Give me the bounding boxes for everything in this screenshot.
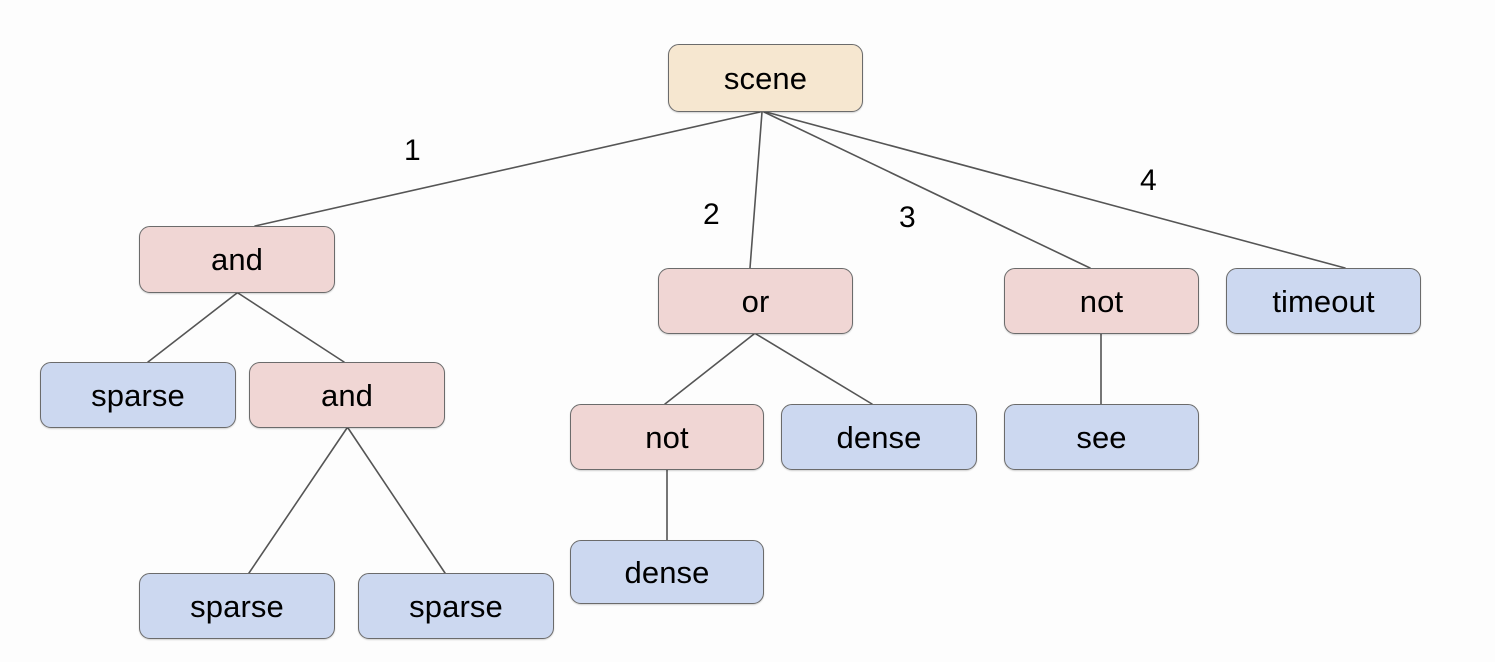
- tree-node-dense2[interactable]: dense: [570, 540, 764, 604]
- tree-node-label: timeout: [1272, 283, 1375, 319]
- tree-node-and1[interactable]: and: [139, 226, 335, 293]
- tree-node-label: scene: [723, 60, 808, 96]
- tree-node-sparse2[interactable]: sparse: [139, 573, 335, 639]
- edge-label-2: 2: [703, 198, 720, 231]
- edge-label-4: 4: [1140, 164, 1157, 197]
- tree-node-not2[interactable]: not: [570, 404, 764, 470]
- tree-node-timeout1[interactable]: timeout: [1226, 268, 1421, 334]
- tree-node-label: sparse: [91, 377, 185, 413]
- tree-node-not1[interactable]: not: [1004, 268, 1199, 334]
- tree-node-label: not: [1079, 283, 1124, 319]
- tree-node-label: not: [645, 419, 689, 455]
- tree-node-label: dense: [624, 554, 710, 590]
- edge-label-1: 1: [404, 134, 421, 167]
- tree-node-label: and: [320, 377, 374, 413]
- tree-edge-or1-to-dense1: [755, 333, 873, 405]
- tree-node-label: sparse: [190, 588, 284, 624]
- tree-edge-and2-to-sparse3: [347, 427, 446, 574]
- tree-edge-scene-to-timeout1: [765, 111, 1346, 269]
- tree-node-label: dense: [836, 419, 922, 455]
- tree-edge-or1-to-not2: [664, 333, 755, 405]
- tree-edge-and1-to-and2: [237, 292, 345, 363]
- tree-edge-and1-to-sparse1: [147, 292, 238, 363]
- tree-node-sparse1[interactable]: sparse: [40, 362, 236, 428]
- tree-node-see1[interactable]: see: [1004, 404, 1199, 470]
- tree-node-scene[interactable]: scene: [668, 44, 863, 112]
- tree-edge-and2-to-sparse2: [248, 427, 348, 574]
- tree-node-and2[interactable]: and: [249, 362, 445, 428]
- tree-node-label: or: [741, 283, 770, 319]
- tree-node-or1[interactable]: or: [658, 268, 853, 334]
- tree-edge-scene-to-or1: [749, 111, 763, 269]
- tree-node-sparse3[interactable]: sparse: [358, 573, 554, 639]
- tree-edge-scene-to-not1: [763, 111, 1091, 269]
- tree-node-label: and: [210, 242, 264, 277]
- tree-node-dense1[interactable]: dense: [781, 404, 977, 470]
- tree-node-label: sparse: [409, 588, 503, 624]
- tree-node-label: see: [1076, 419, 1127, 455]
- tree-edge-scene-to-and1: [254, 111, 761, 227]
- edge-label-3: 3: [899, 201, 916, 234]
